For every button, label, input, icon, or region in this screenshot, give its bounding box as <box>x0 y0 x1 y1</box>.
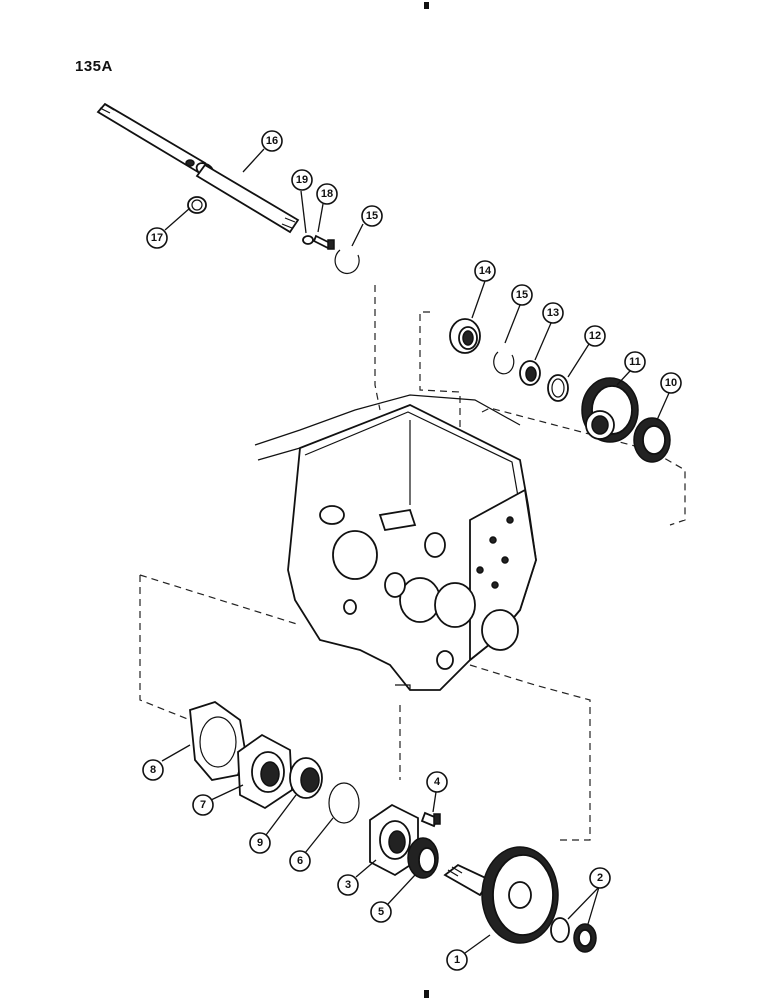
part-15-snap-ring-upper <box>334 249 360 275</box>
part-17-ring <box>187 196 207 214</box>
part-16-shaft <box>96 102 300 234</box>
assembly-dashed-lines <box>139 285 686 841</box>
callout-10-label: 10 <box>665 377 677 389</box>
page-label: 135A <box>75 58 113 75</box>
callout-18: 18 <box>316 183 338 205</box>
callout-1-label: 1 <box>454 954 460 966</box>
part-14-bearing <box>449 318 481 354</box>
callout-3: 3 <box>337 874 359 896</box>
callout-14-label: 14 <box>479 265 492 277</box>
callout-7: 7 <box>192 794 214 816</box>
callout-5-label: 5 <box>378 906 384 918</box>
part-4-bolt <box>420 811 441 828</box>
leader-lines <box>161 148 670 954</box>
callout-11: 11 <box>624 351 646 373</box>
top-registration-mark <box>424 2 429 9</box>
callout-17: 17 <box>146 227 168 249</box>
transmission-housing <box>254 394 537 691</box>
callout-16: 16 <box>261 130 283 152</box>
part-18-bolt <box>312 234 335 250</box>
part-10-gear <box>633 417 671 463</box>
callout-13-label: 13 <box>547 307 559 319</box>
callout-5: 5 <box>370 901 392 923</box>
callout-15-upper-label: 15 <box>366 210 378 222</box>
callout-2: 2 <box>589 867 611 889</box>
callout-18-label: 18 <box>321 188 333 200</box>
callout-17-label: 17 <box>151 232 163 244</box>
part-11-gear <box>581 377 639 443</box>
callout-15-right-label: 15 <box>516 289 528 301</box>
part-1-output-gear <box>443 846 559 944</box>
part-8-gasket <box>189 701 246 781</box>
callout-12-label: 12 <box>589 330 601 342</box>
callout-11-label: 11 <box>629 356 641 368</box>
callout-3-label: 3 <box>345 879 351 891</box>
callout-7-label: 7 <box>200 799 206 811</box>
callout-9: 9 <box>249 832 271 854</box>
callout-2-label: 2 <box>597 872 603 884</box>
callout-12: 12 <box>584 325 606 347</box>
callout-10: 10 <box>660 372 682 394</box>
callout-13: 13 <box>542 302 564 324</box>
callout-9-label: 9 <box>257 837 263 849</box>
bottom-registration-mark <box>424 990 429 998</box>
part-6-oring <box>328 782 360 824</box>
callout-8-label: 8 <box>150 764 156 776</box>
part-2-parts <box>550 917 597 953</box>
callout-6: 6 <box>289 850 311 872</box>
part-15-snap-ring-right <box>493 351 515 375</box>
callout-15-upper: 15 <box>361 205 383 227</box>
part-7-retainer <box>237 733 293 810</box>
callout-19: 19 <box>291 169 313 191</box>
callout-8: 8 <box>142 759 164 781</box>
callout-14: 14 <box>474 260 496 282</box>
callout-15-right: 15 <box>511 284 533 306</box>
callout-1: 1 <box>446 949 468 971</box>
part-9-bearing <box>289 757 323 799</box>
callout-4-label: 4 <box>434 776 441 788</box>
callout-16-label: 16 <box>266 135 278 147</box>
part-5-seal <box>407 837 439 879</box>
part-13-race <box>519 360 541 386</box>
part-12-washer <box>547 374 569 402</box>
part-19-washer <box>302 235 314 245</box>
part-3-retainer <box>369 803 419 877</box>
callout-4: 4 <box>426 771 448 793</box>
callout-6-label: 6 <box>297 855 303 867</box>
callout-19-label: 19 <box>296 174 308 186</box>
